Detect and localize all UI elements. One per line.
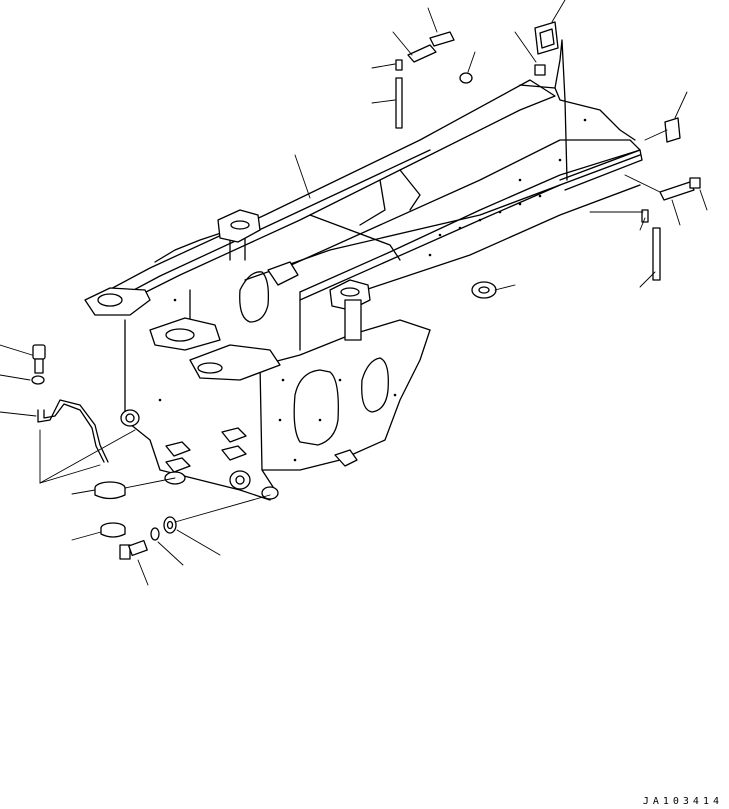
bottom-hardware <box>94 477 271 560</box>
top-hardware <box>395 21 701 281</box>
front-mount-brackets <box>84 209 371 381</box>
rivet-dots <box>158 118 587 462</box>
lower-bosses <box>120 281 516 500</box>
main-frame <box>89 39 643 501</box>
leader-lines <box>0 0 708 586</box>
left-hardware <box>31 344 136 484</box>
reference-code: JA103414 <box>642 796 723 807</box>
